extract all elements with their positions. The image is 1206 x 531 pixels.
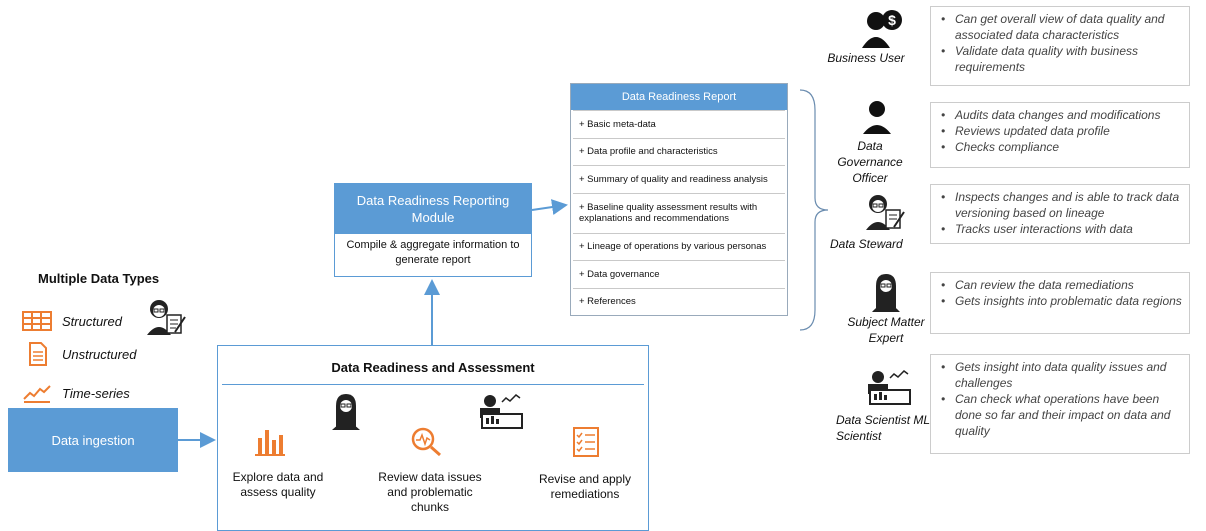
- data-scientist-small-icon: [480, 394, 523, 429]
- note-item: Reviews updated data profile: [941, 123, 1183, 139]
- type-label: Unstructured: [62, 346, 137, 362]
- module-body: Compile & aggregate information to gener…: [346, 239, 520, 266]
- data-types-title: Multiple Data Types: [38, 271, 160, 286]
- persona-subject-matter-expert: Subject Matter Expert: [847, 315, 925, 345]
- data-scientist-icon: [868, 370, 911, 405]
- note-item: Can get overall view of data quality and…: [941, 11, 1183, 43]
- note-item: Gets insight into data quality issues an…: [941, 359, 1183, 391]
- document-icon: [29, 342, 47, 366]
- table-icon: [22, 311, 52, 331]
- type-unstructured: Unstructured: [22, 342, 202, 366]
- note-item: Can check what operations have been done…: [941, 391, 1183, 439]
- notes-business-user: Can get overall view of data quality and…: [930, 6, 1190, 86]
- reporting-module: Data Readiness Reporting Module Compile …: [334, 183, 532, 277]
- note-item: Validate data quality with business requ…: [941, 43, 1183, 75]
- note-item: Tracks user interactions with data: [941, 221, 1183, 237]
- report-item: + Summary of quality and readiness analy…: [573, 165, 785, 193]
- bar-chart-icon: [255, 430, 285, 456]
- note-item: Gets insights into problematic data regi…: [941, 293, 1183, 309]
- notes-subject-matter-expert: Can review the data remediations Gets in…: [930, 272, 1190, 334]
- persona-governance-officer: Data Governance Officer: [837, 139, 903, 185]
- step-explore: Explore data and assess quality: [232, 470, 324, 499]
- line-chart-icon: [23, 385, 51, 403]
- type-label: Time-series: [62, 385, 130, 401]
- magnifier-icon: [411, 427, 441, 456]
- data-ingestion-box: Data ingestion: [8, 408, 178, 472]
- business-user-icon: $: [862, 10, 902, 48]
- report-item: + Data governance: [573, 260, 785, 288]
- note-item: Checks compliance: [941, 139, 1183, 155]
- assessment-divider: [222, 384, 644, 385]
- persona-data-scientist: Data Scientist ML Scientist: [836, 413, 930, 443]
- arrow-module-to-report: [531, 199, 568, 215]
- subject-expert-small-icon: [332, 394, 360, 430]
- governance-officer-icon: [863, 101, 891, 134]
- report-item: + Lineage of operations by various perso…: [573, 232, 785, 261]
- type-timeseries: Time-series: [22, 381, 202, 405]
- module-title: Data Readiness Reporting Module: [335, 184, 531, 234]
- report-item: + Basic meta-data: [573, 110, 785, 138]
- type-label: Structured: [62, 313, 122, 329]
- report-item: + Baseline quality assessment results wi…: [573, 192, 785, 233]
- data-steward-icon: [866, 195, 905, 230]
- data-steward-small-icon: [147, 300, 186, 335]
- note-item: Can review the data remediations: [941, 277, 1183, 293]
- notes-data-scientist: Gets insight into data quality issues an…: [930, 354, 1190, 454]
- assessment-title: Data Readiness and Assessment: [331, 360, 535, 375]
- assessment-box: Data Readiness and Assessment Explore da…: [217, 345, 649, 531]
- type-structured: Structured: [22, 309, 202, 333]
- report-header: Data Readiness Report: [571, 84, 787, 110]
- persona-business-user: Business User: [827, 51, 905, 65]
- note-item: Audits data changes and modifications: [941, 107, 1183, 123]
- notes-data-steward: Inspects changes and is able to track da…: [930, 184, 1190, 244]
- report-brace: [799, 89, 829, 331]
- checklist-icon: [573, 427, 599, 457]
- note-item: Inspects changes and is able to track da…: [941, 189, 1183, 221]
- readiness-report: Data Readiness Report + Basic meta-data …: [570, 83, 788, 316]
- subject-matter-expert-icon: [872, 274, 900, 312]
- notes-governance-officer: Audits data changes and modifications Re…: [930, 102, 1190, 168]
- step-revise: Revise and apply remediations: [538, 472, 632, 501]
- report-item: + Data profile and characteristics: [573, 137, 785, 166]
- report-item: + References: [573, 287, 785, 316]
- svg-text:$: $: [888, 12, 896, 28]
- persona-data-steward: Data Steward: [830, 237, 903, 251]
- step-review: Review data issues and problematic chunk…: [378, 470, 482, 514]
